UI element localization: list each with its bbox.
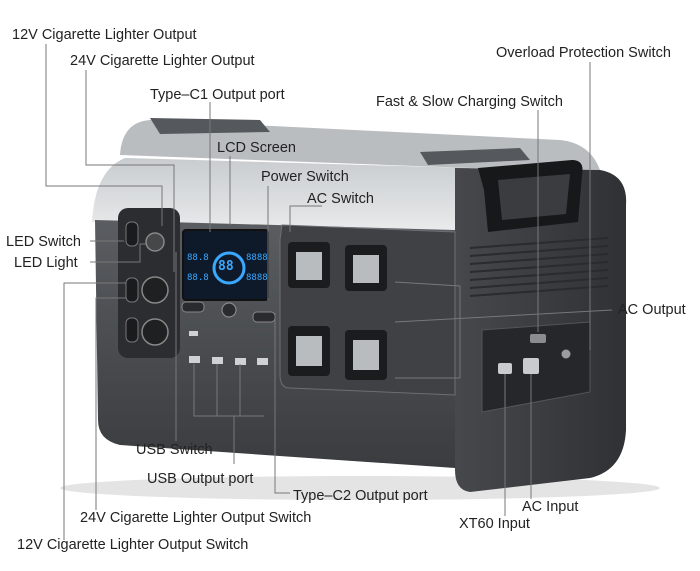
lcd-left-top: 88.8 <box>187 249 209 267</box>
lcd-right-bottom: 8888 <box>246 269 268 287</box>
label-power-switch: Power Switch <box>261 168 349 186</box>
label-usb-switch: USB Switch <box>136 441 213 459</box>
ac-outlet-2-face <box>353 255 379 283</box>
ac-outlet-1-face <box>296 252 322 280</box>
cig24-socket <box>142 277 168 303</box>
label-ac-input: AC Input <box>522 498 578 516</box>
label-type-c2: Type–C2 Output port <box>293 487 428 505</box>
led-switch-button <box>126 222 138 246</box>
label-ac-output: AC Output <box>618 301 686 319</box>
label-usb-output: USB Output port <box>147 470 253 488</box>
label-ac-switch: AC Switch <box>307 190 374 208</box>
xt60-port <box>498 363 512 374</box>
usb-port-1 <box>189 356 200 363</box>
label-24v-cig-output: 24V Cigarette Lighter Output <box>70 52 255 70</box>
usb-switch-button <box>182 302 204 312</box>
label-charging-switch: Fast & Slow Charging Switch <box>376 93 563 111</box>
usb-port-2 <box>212 357 223 364</box>
ac-outlet-4-face <box>353 340 379 370</box>
ac-input-port <box>523 358 539 374</box>
ac-outlet-3-face <box>296 336 322 366</box>
charge-switch-slot <box>530 334 546 343</box>
label-led-switch: LED Switch <box>6 233 81 251</box>
label-12v-cig-output: 12V Cigarette Lighter Output <box>12 26 197 44</box>
type-c1-port <box>189 331 198 336</box>
usb-port-3 <box>235 358 246 365</box>
ac-switch-button <box>253 312 275 322</box>
label-xt60-input: XT60 Input <box>459 515 530 533</box>
label-overload-switch: Overload Protection Switch <box>496 44 671 62</box>
cig24-switch-button <box>126 278 138 302</box>
label-24v-cig-switch: 24V Cigarette Lighter Output Switch <box>80 509 311 527</box>
label-12v-cig-switch: 12V Cigarette Lighter Output Switch <box>17 536 248 554</box>
label-type-c1: Type–C1 Output port <box>150 86 285 104</box>
lcd-right-top: 8888 <box>246 249 268 267</box>
label-led-light: LED Light <box>14 254 78 272</box>
power-switch-button <box>222 303 236 317</box>
cig12-switch-button <box>126 318 138 342</box>
lcd-center-value: 88 <box>218 258 234 276</box>
led-light <box>146 233 164 251</box>
overload-button <box>562 350 571 359</box>
type-c2-port <box>257 358 268 365</box>
side-handle-inner <box>498 174 570 220</box>
cig12-socket <box>142 319 168 345</box>
label-lcd-screen: LCD Screen <box>217 139 296 157</box>
lcd-left-bottom: 88.8 <box>187 269 209 287</box>
